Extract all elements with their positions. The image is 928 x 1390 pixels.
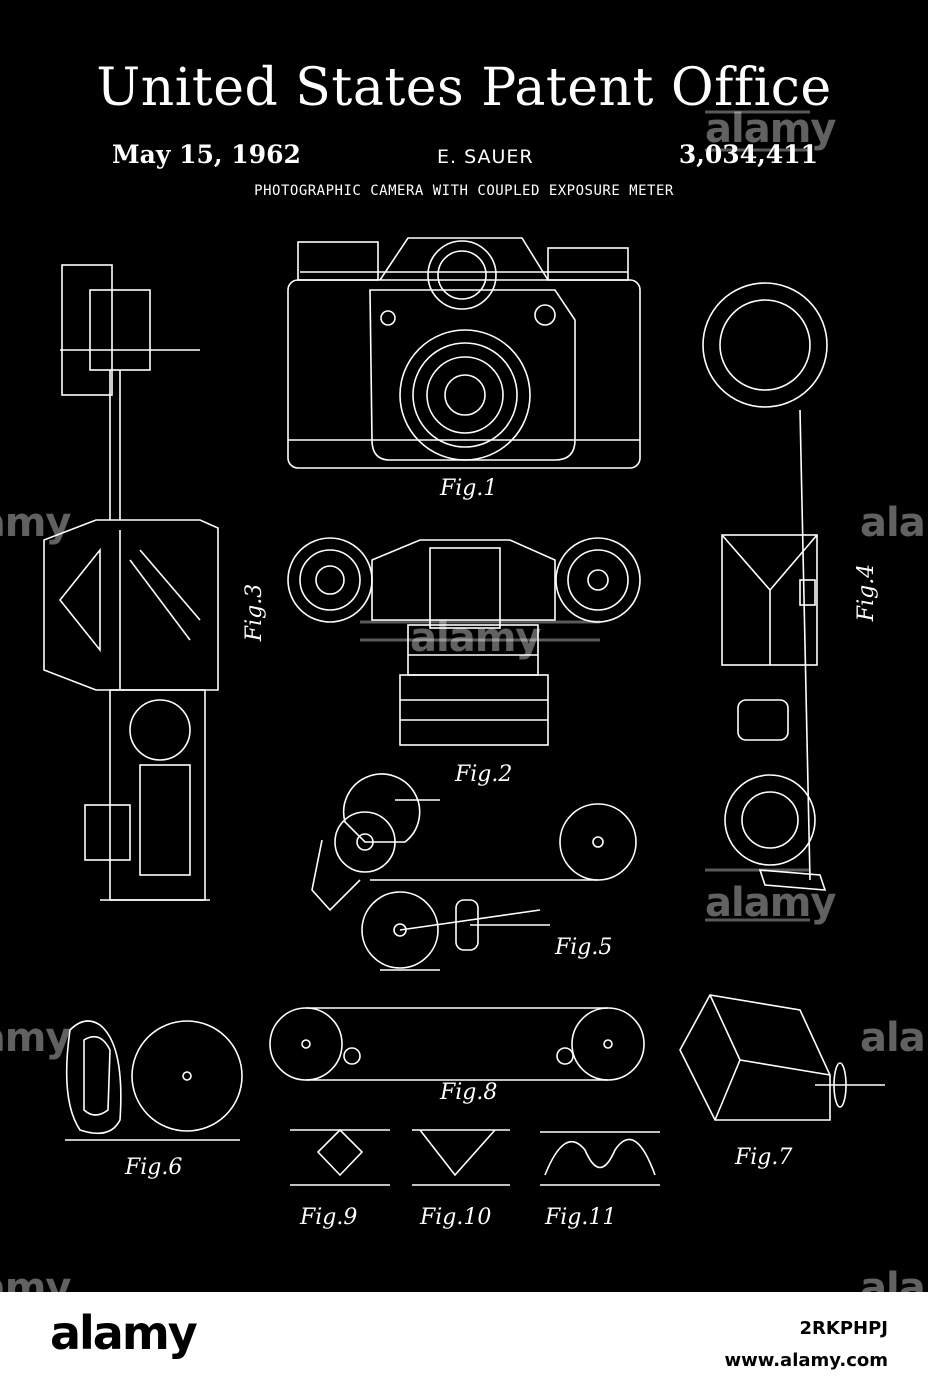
image-id: 2RKPHPJ	[800, 1318, 888, 1339]
fig9-to-11-springs	[290, 1130, 660, 1185]
watermark-text: alamy	[705, 106, 835, 152]
fig7-label: Fig.7	[735, 1145, 792, 1170]
watermark-text: alamy	[0, 1015, 70, 1061]
fig5-label: Fig.5	[555, 935, 612, 960]
patent-poster: United States Patent Office May 15, 1962…	[0, 0, 928, 1292]
watermark-text: alamy	[0, 500, 70, 546]
watermark-stripe	[360, 112, 810, 920]
fig4-meter	[703, 283, 827, 890]
watermark-text: alamy	[705, 880, 835, 926]
watermark-text: alamy	[410, 615, 540, 661]
fig4-label: Fig.4	[854, 564, 879, 621]
fig8-belt	[270, 1008, 644, 1080]
fig6-drawing	[65, 1021, 242, 1140]
fig7-prism	[680, 995, 885, 1120]
fig11-label: Fig.11	[545, 1205, 616, 1230]
fig9-label: Fig.9	[300, 1205, 357, 1230]
alamy-logo[interactable]: alamy	[50, 1306, 196, 1360]
fig1-camera-front	[288, 238, 640, 468]
fig8-label: Fig.8	[440, 1080, 497, 1105]
footer-url[interactable]: www.alamy.com	[724, 1350, 888, 1371]
fig3-label: Fig.3	[242, 584, 267, 641]
watermark-text: alamy	[860, 500, 928, 546]
fig3-cross-section	[44, 265, 218, 900]
fig6-label: Fig.6	[125, 1155, 182, 1180]
fig10-label: Fig.10	[420, 1205, 491, 1230]
fig2-label: Fig.2	[455, 762, 512, 787]
footer-bar: alamy 2RKPHPJ www.alamy.com	[0, 1292, 928, 1390]
fig1-label: Fig.1	[440, 476, 497, 501]
watermark-text: alamy	[860, 1015, 928, 1061]
